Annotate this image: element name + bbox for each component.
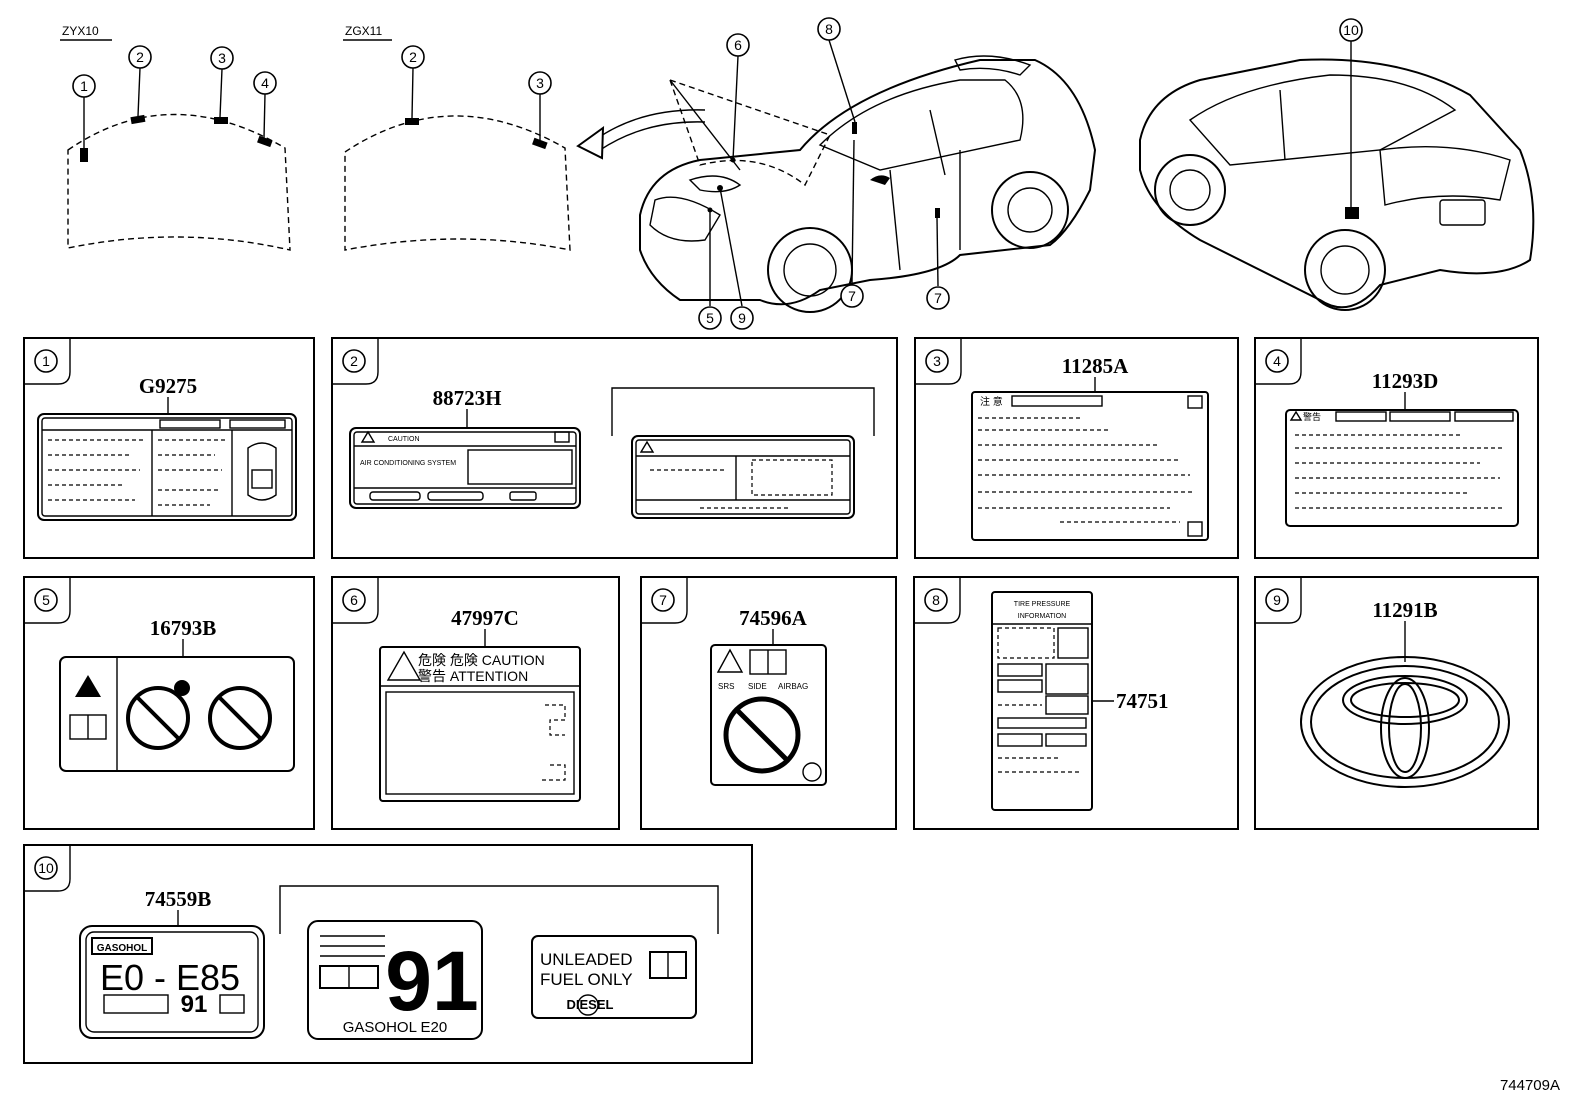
arrow-to-hood xyxy=(576,109,706,160)
car-rear-view: 10 xyxy=(1139,18,1535,311)
side-text: SIDE xyxy=(748,682,767,691)
callout-6: 6 xyxy=(734,37,742,53)
panel-3-callout: 3 xyxy=(933,353,941,369)
part-number-11285a: 11285A xyxy=(1062,354,1129,378)
octane-big: 91 xyxy=(385,934,478,1028)
octane-91-label: 91 GASOHOL E20 xyxy=(307,920,483,1040)
panel-2: 2 88723H CAUTION AIR CONDITIONING SYSTEM xyxy=(331,337,898,559)
panel-10-callout: 10 xyxy=(38,860,54,876)
panel-6-line1: 危険 危険 CAUTION xyxy=(418,652,545,668)
diesel-text: DIESEL xyxy=(567,997,614,1012)
octane-small: 91 xyxy=(181,991,208,1018)
panel-7-callout: 7 xyxy=(659,592,667,608)
callout-2b: 2 xyxy=(409,49,417,65)
part-number-11291b: 11291B xyxy=(1372,598,1437,622)
callout-1: 1 xyxy=(80,78,88,94)
gasohol-tag: GASOHOL xyxy=(97,943,148,954)
panel-3: 3 11285A 注 意 xyxy=(914,337,1239,559)
tire-pressure-title-1: TIRE PRESSURE xyxy=(1014,601,1071,608)
panel-5: 5 16793B xyxy=(23,576,315,830)
panel-5-callout: 5 xyxy=(42,592,50,608)
e-range-text: E0 - E85 xyxy=(100,957,240,998)
panel-9: 9 11291B xyxy=(1254,576,1539,830)
panel-4-header: 警告 xyxy=(1303,411,1321,422)
hood-zyx10-label: ZYX10 xyxy=(62,24,99,38)
tire-pressure-title-2: INFORMATION xyxy=(1018,613,1066,620)
gasohol-e20-text: GASOHOL E20 xyxy=(343,1019,448,1036)
unleaded-label: UNLEADED FUEL ONLY DIESEL xyxy=(531,935,697,1019)
hood-zyx10: ZYX10 1 2 3 4 xyxy=(60,24,291,251)
panel-1: 1 G9275 xyxy=(23,337,315,559)
unleaded-line-1: UNLEADED xyxy=(540,950,633,969)
part-number-74751: 74751 xyxy=(1116,689,1169,713)
part-number-g9275: G9275 xyxy=(139,374,197,398)
callout-9: 9 xyxy=(738,310,746,326)
callout-7: 7 xyxy=(848,288,856,304)
car-front-view: 6 8 5 9 7 7 xyxy=(639,17,1097,330)
callout-3b: 3 xyxy=(536,75,544,91)
e85-fuel-label: GASOHOL E0 - E85 91 xyxy=(79,925,265,1039)
callout-2: 2 xyxy=(136,49,144,65)
panel-7: 7 74596A SRS SIDE AIRBAG xyxy=(640,576,897,830)
panel-10: 10 74559B GASOHOL E0 - E85 91 91 GASOHOL… xyxy=(23,844,753,1064)
part-number-47997c: 47997C xyxy=(451,606,519,630)
panel-8: 8 TIRE PRESSURE INFORMATION 74751 xyxy=(913,576,1239,830)
panel-3-header: 注 意 xyxy=(980,395,1003,408)
callout-10: 10 xyxy=(1343,22,1359,38)
srs-text: SRS xyxy=(718,682,734,691)
hood-zgx11: ZGX11 2 3 xyxy=(343,24,571,251)
ac-system-text: AIR CONDITIONING SYSTEM xyxy=(360,460,456,467)
airbag-text: AIRBAG xyxy=(778,682,808,691)
callout-5: 5 xyxy=(706,310,714,326)
toyota-emblem-icon xyxy=(1300,656,1510,788)
panel-6-callout: 6 xyxy=(350,592,358,608)
hood-zgx11-label: ZGX11 xyxy=(345,24,382,38)
unleaded-line-2: FUEL ONLY xyxy=(540,970,633,989)
callout-7b: 7 xyxy=(934,290,942,306)
part-number-16793b: 16793B xyxy=(150,616,217,640)
panel-4: 4 11293D 警告 xyxy=(1254,337,1539,559)
caution-text: CAUTION xyxy=(388,436,420,443)
part-number-88723h: 88723H xyxy=(433,386,502,410)
panel-2-callout: 2 xyxy=(350,353,358,369)
callout-3: 3 xyxy=(218,50,226,66)
panel-9-callout: 9 xyxy=(1273,592,1281,608)
part-number-74596a: 74596A xyxy=(739,606,808,630)
panel-1-callout: 1 xyxy=(42,353,50,369)
panel-8-callout: 8 xyxy=(932,592,940,608)
callout-8: 8 xyxy=(825,21,833,37)
panel-6: 6 47997C 危険 危険 CAUTION 警告 ATTENTION xyxy=(331,576,620,830)
reference-code: 744709A xyxy=(1500,1077,1560,1094)
callout-4: 4 xyxy=(261,75,269,91)
panel-6-line2: 警告 ATTENTION xyxy=(418,668,528,684)
part-number-11293d: 11293D xyxy=(1372,369,1439,393)
panel-4-callout: 4 xyxy=(1273,353,1281,369)
part-number-74559b: 74559B xyxy=(145,887,212,911)
